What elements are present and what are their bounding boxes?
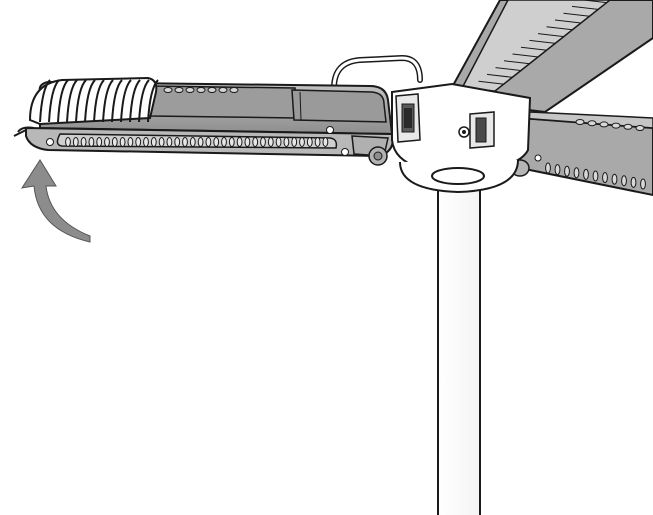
heatsink-fin (197, 137, 204, 147)
heatsink-fin (143, 137, 149, 147)
heatsink-fin (228, 137, 235, 147)
heatsink-fin (96, 137, 103, 147)
upper-diagonal-arm (443, 0, 653, 114)
heatsink-fin (127, 137, 134, 147)
heatsink-fin (546, 26, 573, 31)
heatsink-fin (135, 137, 142, 147)
heatsink-fin (520, 46, 548, 51)
heatsink-fin (478, 80, 505, 85)
screw-icon (326, 126, 334, 134)
cage-bar (48, 79, 60, 123)
heatsink-fin (267, 137, 274, 147)
heatsink-fin (602, 172, 608, 184)
heatsink-fin (306, 137, 313, 147)
heatsink-fin (213, 137, 220, 147)
heatsink-fin (621, 175, 627, 187)
heatsink-fin (495, 67, 522, 72)
heatsink-fin (640, 178, 646, 190)
heatsink-fin (545, 162, 551, 174)
cage-bar (84, 79, 96, 123)
cage-bar (57, 79, 69, 123)
heatsink-fin (275, 137, 282, 147)
heatsink-fin (314, 137, 321, 147)
heatsink-fin (111, 137, 118, 147)
cage-bar (102, 79, 114, 123)
vent-slot (218, 87, 228, 93)
curved-arrow-up-icon (20, 159, 91, 243)
heatsink-fin (611, 173, 618, 185)
cage-bar (147, 79, 159, 123)
vent-slot (599, 121, 609, 128)
heatsink-fin (537, 33, 565, 38)
vent-slot (163, 87, 173, 93)
vent-slot (587, 120, 597, 127)
screw-icon (341, 148, 349, 156)
vent-slot (623, 123, 633, 130)
heatsink-fin (291, 137, 298, 147)
heatsink-fin (166, 137, 173, 147)
heatsink-fin (150, 137, 157, 147)
heatsink-fin (583, 168, 589, 180)
heatsink-fin (299, 137, 305, 147)
vent-slot (207, 87, 217, 93)
heatsink-fin (283, 137, 290, 147)
heatsink-fin (174, 137, 181, 147)
heatsink-fin (72, 137, 79, 147)
heatsink-fin (104, 137, 110, 147)
cage-bar (138, 79, 150, 123)
heatsink-fin (205, 137, 212, 147)
heatsink-fin (65, 137, 71, 147)
heatsink-fin (88, 137, 95, 147)
cage-bar (39, 79, 51, 123)
heatsink-fin (554, 19, 582, 24)
heatsink-fin (221, 137, 227, 147)
heatsink-fin (486, 73, 514, 78)
vent-slot (575, 119, 585, 125)
vent-slot (174, 87, 184, 93)
heatsink-fin (80, 137, 87, 147)
heatsink-fin (573, 167, 580, 179)
vent-slot (229, 87, 239, 93)
heatsink-fin (119, 137, 126, 147)
pole (437, 167, 481, 515)
vent-slot (196, 87, 206, 93)
cage-bar (75, 79, 87, 123)
heatsink-fin (580, 0, 607, 4)
hub-handle (331, 54, 423, 91)
cage-bar (129, 79, 141, 123)
heatsink-fin (189, 137, 196, 147)
heatsink-fin (554, 164, 561, 176)
screw-icon (534, 154, 542, 162)
heatsink-fin (571, 5, 599, 10)
vent-slot (185, 87, 195, 93)
central-hub (391, 82, 532, 194)
heatsink-fin (322, 137, 329, 147)
heatsink-fin (260, 137, 266, 147)
heatsink-fin (630, 176, 637, 188)
heatsink-fin (182, 137, 188, 147)
heatsink-fin (158, 137, 165, 147)
heatsink-fin (512, 53, 539, 58)
right-back-arm (510, 111, 653, 197)
heatsink-fin (563, 12, 590, 17)
heatsink-fin (564, 165, 570, 177)
vent-slot (611, 122, 621, 129)
screw-icon (46, 138, 54, 146)
vent-slot (635, 125, 645, 131)
heatsink-fin (236, 137, 243, 147)
heatsink-fin (503, 60, 531, 65)
cage-bar (93, 79, 105, 123)
heatsink-fin (529, 39, 556, 44)
end-cage (13, 76, 159, 137)
heatsink-fin (592, 170, 599, 182)
heatsink-fin (244, 137, 251, 147)
heatsink-fin (252, 137, 259, 147)
cage-bar (120, 79, 132, 123)
cage-bar (66, 79, 78, 123)
cage-bar (111, 79, 123, 123)
